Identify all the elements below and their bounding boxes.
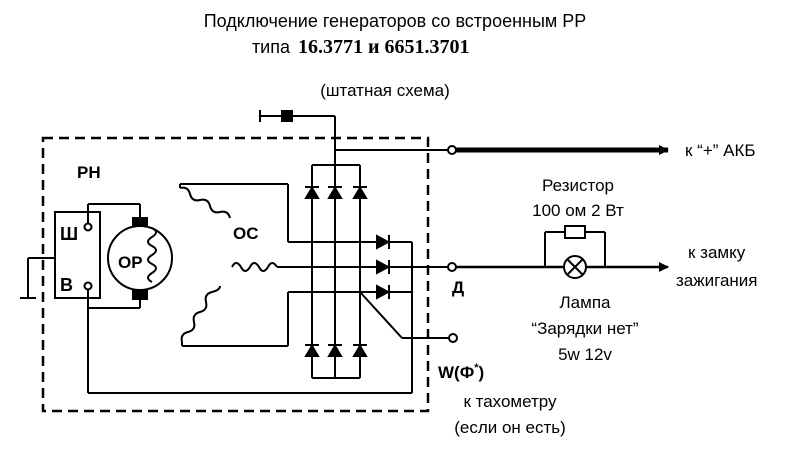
title-line1: Подключение генераторов со встроенным РР (204, 11, 587, 31)
top-connector (259, 110, 336, 150)
title-line2-models: 16.3771 и 6651.3701 (298, 36, 470, 58)
tacho-label-line1: к тахометру (463, 392, 557, 411)
title-line2-prefix: типа (252, 37, 291, 57)
voltage-regulator (20, 203, 413, 394)
rn-label: РН (77, 163, 101, 182)
w-label: W(Ф*) (438, 362, 484, 382)
d-label: Д (452, 278, 464, 297)
tacho-label-line2: (если он есть) (454, 418, 566, 437)
stator-winding (179, 183, 377, 347)
rotor-winding (107, 217, 173, 300)
akb-line (335, 145, 669, 155)
zamok-label-line2: зажигания (676, 271, 758, 290)
lamp-label-line1: Лампа (560, 293, 612, 312)
zamok-label-line1: к замку (688, 243, 746, 262)
w-terminal (359, 291, 458, 343)
or-label: ОР (118, 253, 143, 272)
d-bus (389, 241, 669, 293)
lamp-label-line2: “Зарядки нет” (531, 319, 638, 338)
v-label: В (60, 275, 73, 295)
additional-diodes (376, 234, 391, 300)
akb-label: к “+” АКБ (685, 141, 756, 160)
resistor-label-line1: Резистор (542, 176, 614, 195)
lower-diodes (304, 344, 368, 357)
resistor-label-line2: 100 ом 2 Вт (532, 201, 624, 220)
diode-bridge (311, 150, 361, 379)
subtitle: (штатная схема) (320, 81, 450, 100)
generator-housing (41, 136, 430, 413)
upper-diodes (304, 186, 368, 199)
lamp-label-line3: 5w 12v (558, 345, 612, 364)
os-label: ОС (233, 224, 259, 243)
sh-label: Ш (60, 224, 78, 244)
resistor-lamp (544, 225, 606, 279)
